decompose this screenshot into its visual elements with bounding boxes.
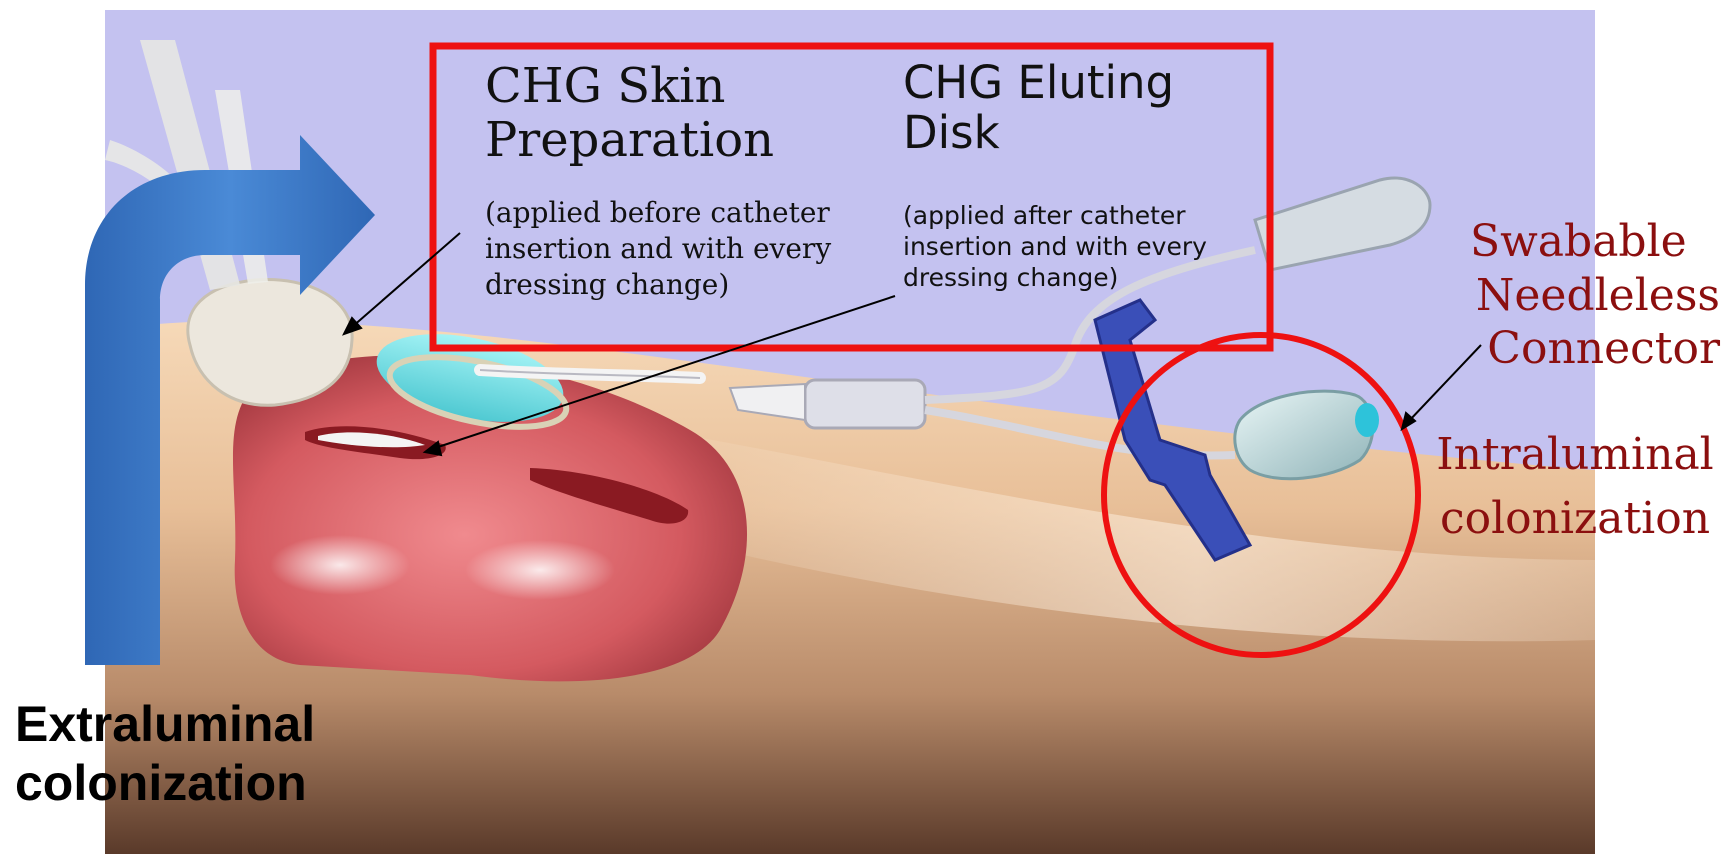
chg-disk-note-line3: dressing change) — [903, 262, 1207, 293]
chg-disk-title-line2: Disk — [903, 108, 1174, 158]
chg-skin-note-line1: (applied before catheter — [485, 195, 831, 231]
connector-label-line1: Swabable — [1470, 215, 1720, 269]
connector-label-line2: Needleless — [1470, 269, 1720, 323]
chg-disk-title-line1: CHG Eluting — [903, 58, 1174, 108]
chg-disk-note: (applied after catheter insertion and wi… — [903, 200, 1207, 293]
catheter-hub — [188, 280, 352, 406]
extraluminal-label: Extraluminal colonization — [15, 695, 315, 813]
chg-skin-note-line3: dressing change) — [485, 267, 831, 303]
chg-skin-title: CHG Skin Preparation — [485, 60, 774, 168]
connector-label-line3: Connector — [1470, 322, 1720, 376]
chg-disk-note-line1: (applied after catheter — [903, 200, 1207, 231]
extraluminal-label-line2: colonization — [15, 754, 315, 813]
chg-skin-title-line1: CHG Skin — [485, 60, 774, 114]
intraluminal-label: Intraluminal colonization — [1430, 423, 1720, 551]
chg-skin-note: (applied before catheter insertion and w… — [485, 195, 831, 302]
extraluminal-label-line1: Extraluminal — [15, 695, 315, 754]
dressing-glow-left — [270, 535, 410, 595]
intraluminal-label-line1: Intraluminal — [1430, 423, 1720, 487]
chg-skin-title-line2: Preparation — [485, 114, 774, 168]
chg-skin-note-line2: insertion and with every — [485, 231, 831, 267]
chg-disk-title: CHG Eluting Disk — [903, 58, 1174, 159]
needleless-connector-tip — [1355, 403, 1379, 437]
connector-label: Swabable Needleless Connector — [1470, 215, 1720, 376]
luer-connector — [805, 380, 925, 428]
intraluminal-label-line2: colonization — [1430, 487, 1720, 551]
chg-disk-note-line2: insertion and with every — [903, 231, 1207, 262]
dressing-glow-right — [465, 540, 615, 600]
